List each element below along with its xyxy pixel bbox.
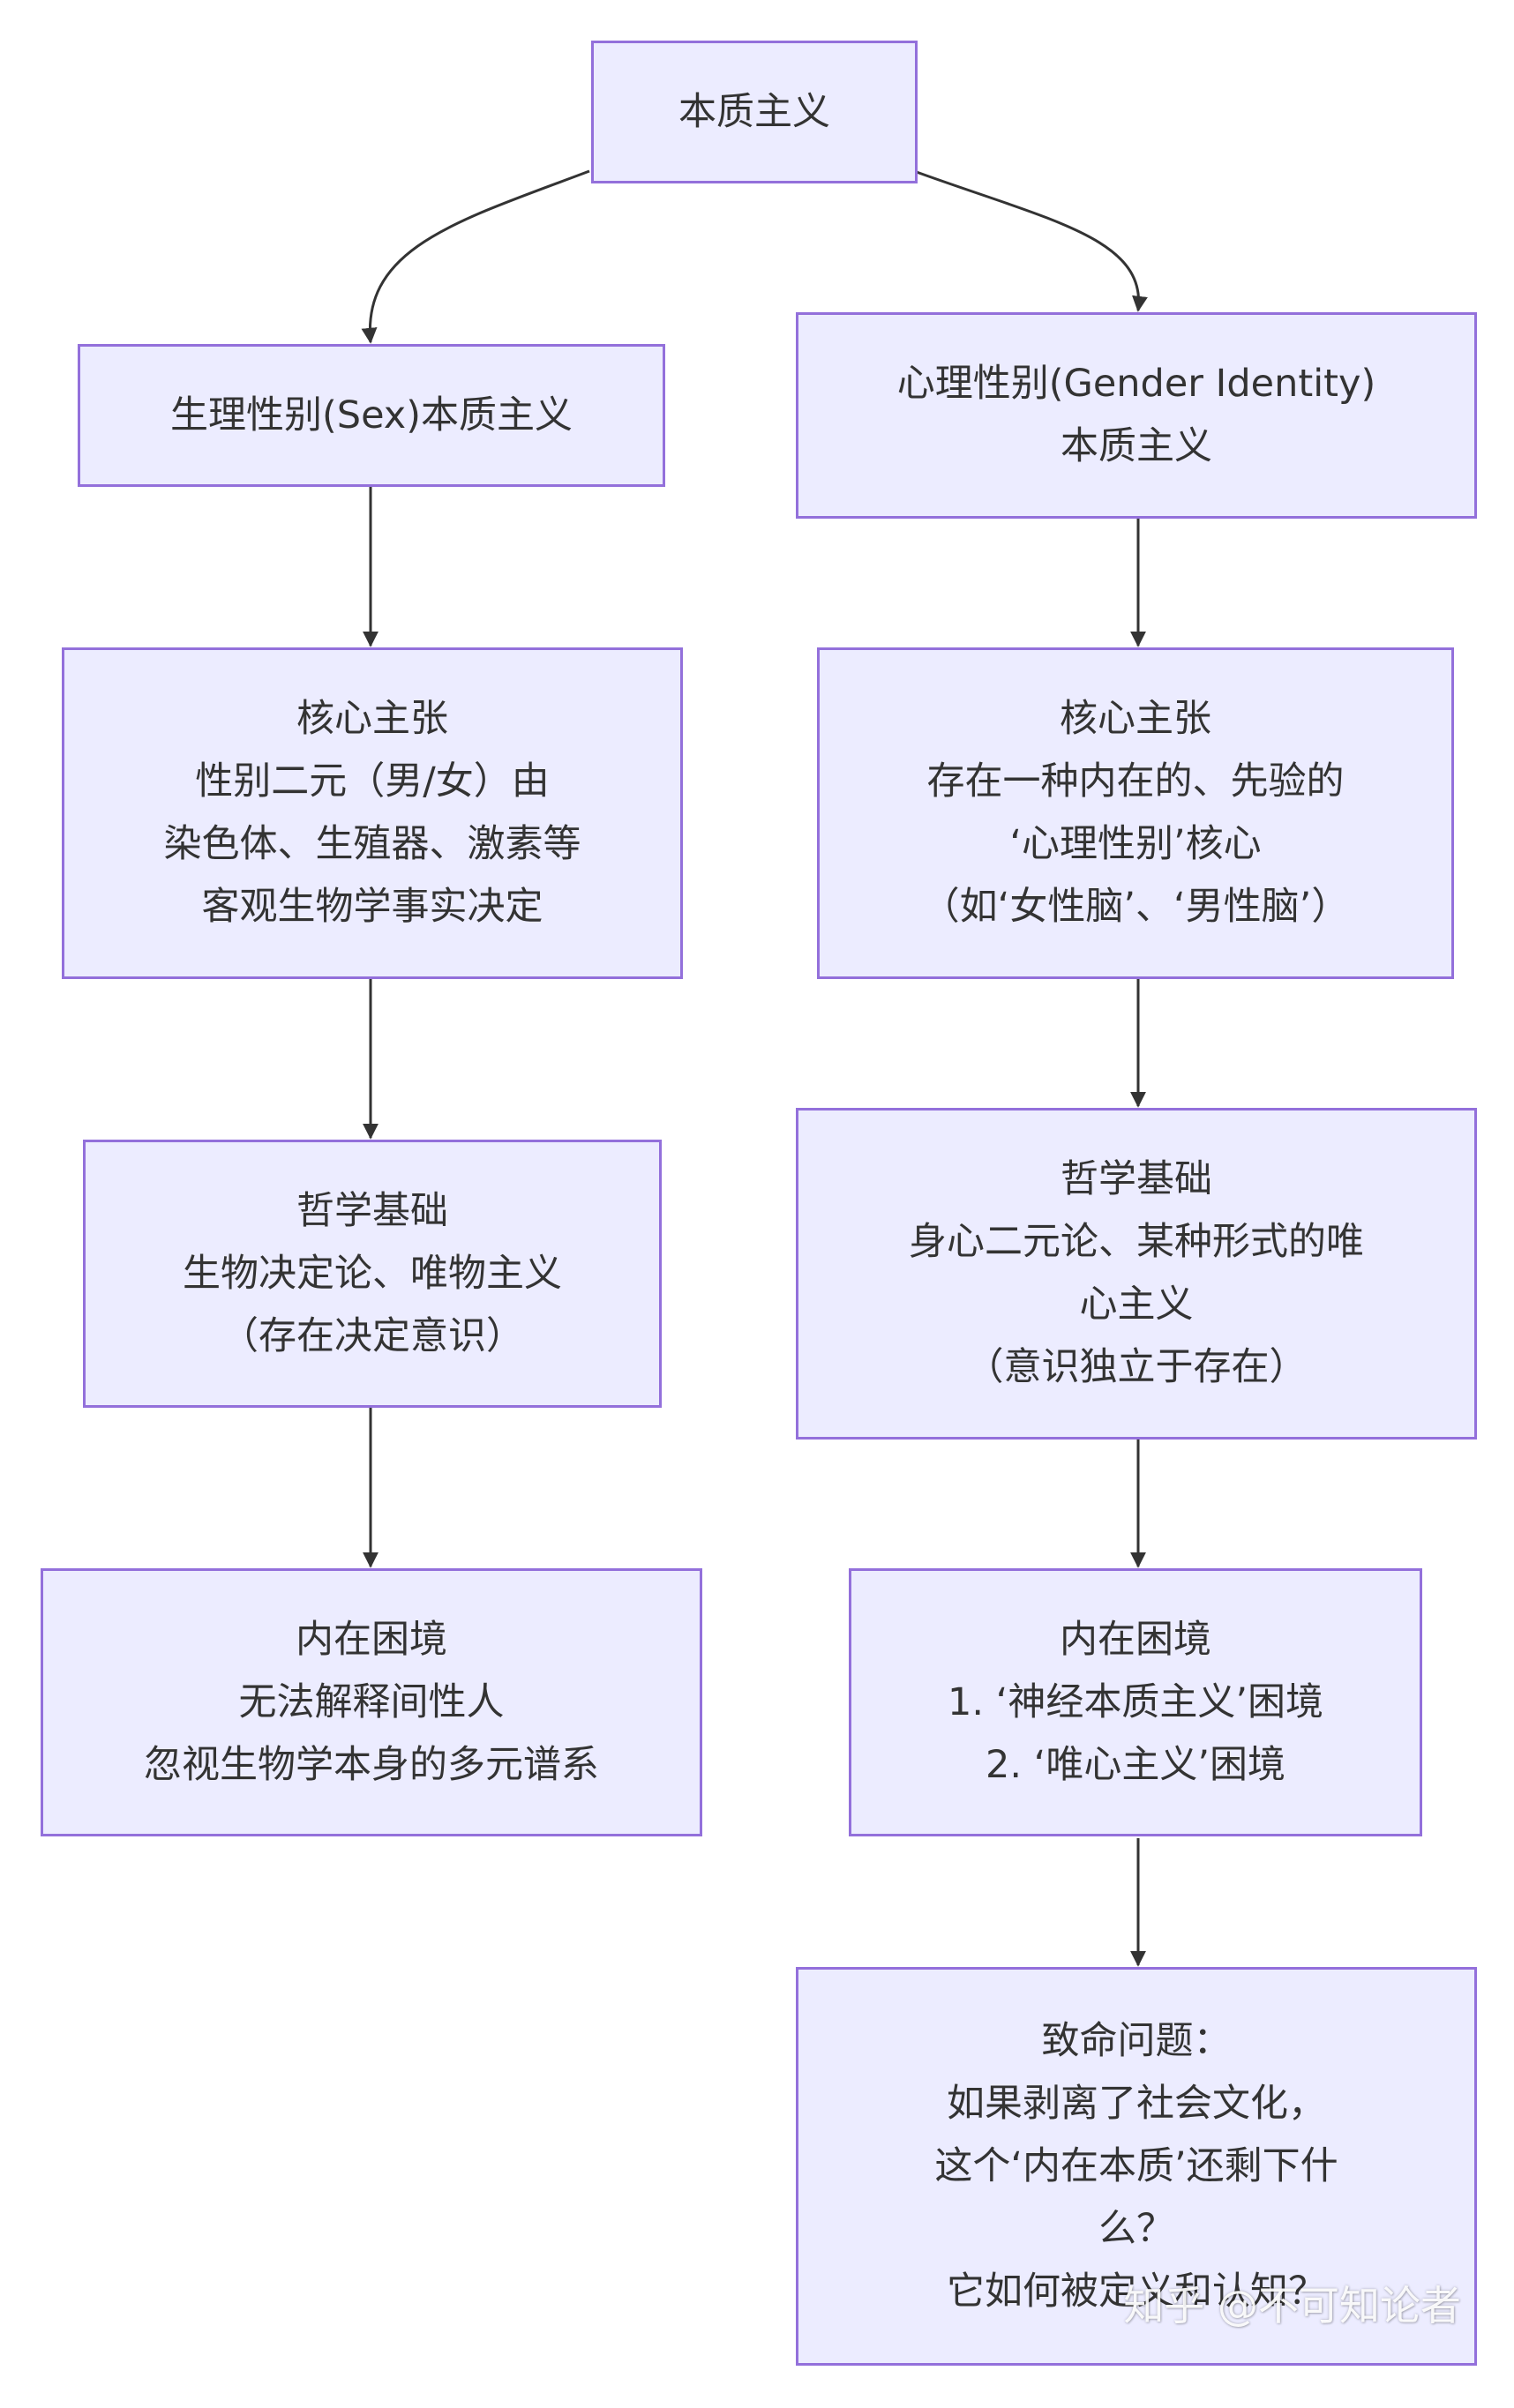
node-left-basis: 哲学基础生物决定论、唯物主义 （存在决定意识） (83, 1140, 662, 1408)
node-text-line: 致命问题： (1041, 2018, 1232, 2063)
node-text-line: 它如何被定义和认知？ (947, 2269, 1326, 2314)
node-text-line: 么？ (1098, 2206, 1174, 2251)
node-text-line: 染色体、生殖器、激素等 (163, 822, 581, 866)
node-text-line: 核心主张 (1060, 697, 1211, 741)
node-text-line: 这个‘内在本质’还剩下什 (934, 2143, 1338, 2188)
node-right-dilemma: 内在困境 1. ‘神经本质主义’困境 2. ‘唯心主义’困境 (849, 1568, 1422, 1836)
node-text-line: 本质主义 (678, 89, 830, 134)
node-text-line: 内在困境 (296, 1617, 447, 1662)
node-text-line: 本质主义 (1061, 424, 1212, 468)
node-text-line: 无法解释间性人 (238, 1679, 505, 1724)
edge-root-to-left-title (361, 169, 590, 344)
node-text-line: 身心二元论、某种形式的唯 (909, 1220, 1364, 1264)
watermark: 知乎 @不可知论者 (1123, 2282, 1461, 2329)
node-text-line: 哲学基础 (1061, 1157, 1212, 1201)
node-text-line: 客观生物学事实决定 (201, 885, 543, 929)
node-text-line: 心理性别(Gender Identity) (896, 362, 1376, 406)
node-left-claim: 核心主张性别二元（男/女）由染色体、生殖器、激素等客观生物学事实决定 (62, 647, 683, 979)
node-text-line: 性别二元（男/女）由 (195, 759, 550, 804)
node-text-line: 如果剥离了社会文化， (947, 2081, 1326, 2126)
node-text-line: 忽视生物学本身的多元谱系 (144, 1742, 599, 1787)
node-text-line: 哲学基础 (296, 1188, 448, 1233)
node-text-line: 生物决定论、唯物主义 (183, 1251, 562, 1296)
node-text-line: ‘心理性别’核心 (1009, 822, 1262, 866)
node-text-line: 存在一种内在的、先验的 (926, 759, 1345, 804)
node-left-title: 生理性别(Sex)本质主义 (78, 344, 665, 487)
node-right-question: 致命问题： 如果剥离了社会文化， 这个‘内在本质’还剩下什么？ 它如何被定义和认知？ (796, 1967, 1477, 2366)
node-text-line: 生理性别(Sex)本质主义 (170, 393, 573, 437)
edge-root-to-right-title (913, 169, 1148, 312)
node-right-claim: 核心主张存在一种内在的、先验的 ‘心理性别’核心 （如‘女性脑’、‘男性脑’） (817, 647, 1454, 979)
node-text-line: 核心主张 (296, 697, 448, 741)
node-text-line: （如‘女性脑’、‘男性脑’） (921, 885, 1350, 929)
node-text-line: 心主义 (1079, 1283, 1194, 1327)
node-right-title: 心理性别(Gender Identity) 本质主义 (796, 312, 1477, 519)
node-right-basis: 哲学基础身心二元论、某种形式的唯心主义 （意识独立于存在） (796, 1108, 1477, 1440)
node-text-line: 2. ‘唯心主义’困境 (985, 1742, 1286, 1787)
node-text-line: 1. ‘神经本质主义’困境 (947, 1679, 1324, 1724)
node-left-dilemma: 内在困境无法解释间性人忽视生物学本身的多元谱系 (41, 1568, 702, 1836)
node-text-line: （意识独立于存在） (965, 1345, 1308, 1389)
node-root: 本质主义 (591, 41, 918, 183)
node-text-line: 内在困境 (1060, 1617, 1211, 1662)
node-text-line: （存在决定意识） (221, 1313, 524, 1358)
